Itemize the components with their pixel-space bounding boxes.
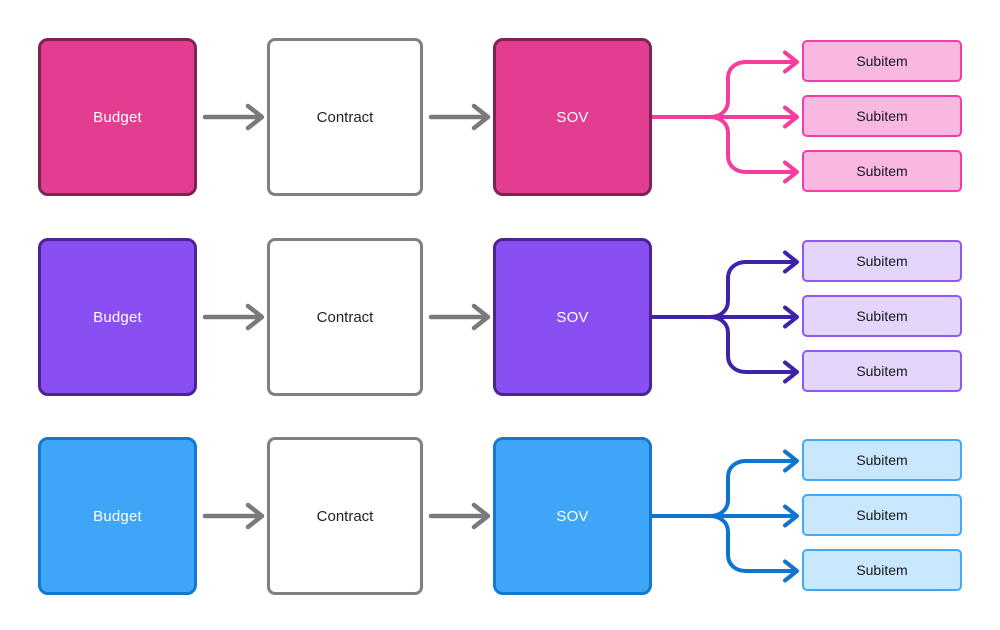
contract-node: Contract	[267, 437, 423, 595]
sov-node: SOV	[493, 437, 652, 595]
budget-label: Budget	[93, 308, 142, 326]
arrow-right-icon	[428, 303, 491, 331]
subitem-node: Subitem	[802, 150, 962, 192]
subitem-label: Subitem	[856, 108, 908, 124]
budget-node: Budget	[38, 238, 197, 396]
subitem-label: Subitem	[856, 163, 908, 179]
subitem-node: Subitem	[802, 350, 962, 392]
branch-arrows-icon	[652, 250, 799, 384]
subitem-label: Subitem	[856, 363, 908, 379]
contract-node: Contract	[267, 238, 423, 396]
subitem-node: Subitem	[802, 295, 962, 337]
contract-label: Contract	[316, 507, 374, 525]
flow-row-blue: Budget Contract SOV Subitem	[0, 437, 1000, 595]
budget-node: Budget	[38, 38, 197, 196]
subitem-label: Subitem	[856, 53, 908, 69]
arrow-right-icon	[202, 502, 265, 530]
subitem-column: Subitem Subitem Subitem	[802, 238, 962, 396]
budget-label: Budget	[93, 507, 142, 525]
subitem-label: Subitem	[856, 308, 908, 324]
budget-label: Budget	[93, 108, 142, 126]
subitem-column: Subitem Subitem Subitem	[802, 437, 962, 595]
arrow-right-icon	[428, 502, 491, 530]
subitem-label: Subitem	[856, 562, 908, 578]
subitem-node: Subitem	[802, 40, 962, 82]
arrow-right-icon	[428, 103, 491, 131]
sov-label: SOV	[556, 108, 589, 126]
subitem-node: Subitem	[802, 494, 962, 536]
sov-node: SOV	[493, 238, 652, 396]
contract-label: Contract	[316, 308, 374, 326]
subitem-label: Subitem	[856, 507, 908, 523]
arrow-right-icon	[202, 103, 265, 131]
arrow-right-icon	[202, 303, 265, 331]
subitem-node: Subitem	[802, 439, 962, 481]
subitem-node: Subitem	[802, 95, 962, 137]
sov-label: SOV	[556, 308, 589, 326]
subitem-node: Subitem	[802, 549, 962, 591]
sov-node: SOV	[493, 38, 652, 196]
subitem-column: Subitem Subitem Subitem	[802, 38, 962, 196]
contract-node: Contract	[267, 38, 423, 196]
contract-label: Contract	[316, 108, 374, 126]
flow-row-purple: Budget Contract SOV Subitem	[0, 238, 1000, 396]
flow-row-pink: Budget Contract SOV Subitem	[0, 38, 1000, 196]
branch-arrows-icon	[652, 50, 799, 184]
budget-node: Budget	[38, 437, 197, 595]
subitem-label: Subitem	[856, 452, 908, 468]
branch-arrows-icon	[652, 449, 799, 583]
subitem-node: Subitem	[802, 240, 962, 282]
sov-label: SOV	[556, 507, 589, 525]
subitem-label: Subitem	[856, 253, 908, 269]
